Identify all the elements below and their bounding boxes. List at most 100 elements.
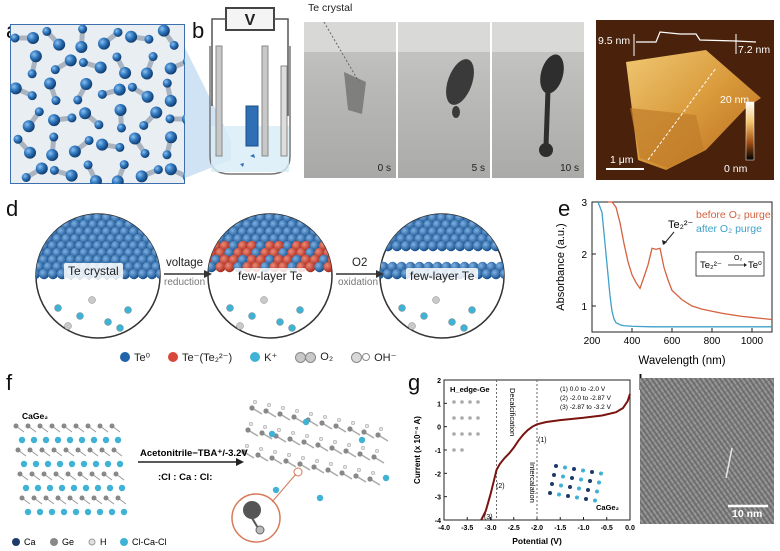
schematic-atom <box>146 214 158 224</box>
ge-atom <box>287 436 293 442</box>
ca-atom <box>104 460 112 468</box>
schematic-atom <box>380 226 385 238</box>
x-tick-label: 1000 <box>741 336 764 347</box>
ca-atom <box>60 508 68 516</box>
schematic-atom <box>38 226 50 238</box>
schematic-atom <box>391 214 403 224</box>
solution-ion <box>88 296 96 304</box>
label-te-crystal: Te crystal <box>64 263 123 279</box>
te-atom <box>97 89 107 99</box>
electrochemical-cell: V <box>209 7 291 175</box>
absorbance-series-1 <box>597 201 772 328</box>
reaction-reactant: Te₂²⁻ <box>700 260 722 271</box>
ge-atom <box>361 429 367 435</box>
ge-atom <box>19 495 25 501</box>
inset-ca-atom <box>554 464 558 468</box>
timestamp-5s: 5 s <box>471 163 485 174</box>
h-atom <box>280 405 286 411</box>
te-atom <box>112 52 122 62</box>
h-atom <box>244 443 250 449</box>
h-atom <box>248 421 254 427</box>
legend-o2-label: O₂ <box>320 351 334 363</box>
te-atom <box>119 67 132 80</box>
te-atom <box>34 107 44 117</box>
h-atom <box>258 446 264 452</box>
h-atom <box>318 436 324 442</box>
schematic-atom <box>47 268 59 280</box>
ge-atom <box>249 405 255 411</box>
ge-atom <box>301 439 307 445</box>
schematic-atom <box>490 240 502 252</box>
schematic-atom <box>481 240 493 252</box>
ge-atom <box>91 495 97 501</box>
te-atom <box>64 54 77 67</box>
x-tick-label: -1.0 <box>577 525 589 532</box>
solution-ion <box>408 322 416 330</box>
schematic-atom <box>160 234 170 244</box>
te-atom <box>65 169 78 182</box>
current-series <box>480 393 631 521</box>
ge-atom <box>277 411 283 417</box>
te-atom <box>139 120 149 130</box>
ge-atom <box>89 471 95 477</box>
ge-atom <box>367 476 373 482</box>
arrow1-top-label: voltage <box>166 257 204 269</box>
marker-2: (2) <box>496 483 505 490</box>
legend-o2: O₂ <box>295 351 333 363</box>
h-atom <box>300 455 306 461</box>
schematic-atom <box>495 219 504 231</box>
inset-ca-atom <box>581 468 585 473</box>
inset-ca-atom <box>586 488 590 492</box>
ge-atom <box>375 432 381 438</box>
region-decalcification: Decalcification <box>508 388 517 436</box>
h-atom <box>370 470 376 476</box>
te-atom <box>22 120 35 133</box>
te-atom <box>119 160 129 170</box>
ca-atom <box>66 436 74 444</box>
ge-atom-large <box>243 501 261 519</box>
ge-atom <box>343 448 349 454</box>
te-atom <box>35 162 48 175</box>
schematic-atom <box>208 226 213 238</box>
te-atom <box>89 175 102 184</box>
h-atom <box>252 399 258 405</box>
ca-atom <box>70 484 78 492</box>
cage2-label: CaGe₂ <box>22 411 48 421</box>
schematic-atom <box>418 240 430 252</box>
ge-atom <box>333 423 339 429</box>
te-atom <box>21 173 31 182</box>
label-few-layer-2: few-layer Te <box>406 268 479 284</box>
ge-atom <box>101 471 107 477</box>
ca-atom <box>20 460 28 468</box>
video-frame-5s: 5 s <box>398 22 490 178</box>
y-tick-label: 2 <box>437 378 441 385</box>
y-tick-label: -2 <box>435 471 441 478</box>
schematic-atom <box>219 214 231 224</box>
schematic-atom <box>155 240 160 252</box>
ca-atom <box>116 460 124 468</box>
ca-atom <box>34 484 42 492</box>
germanane-sheets <box>241 399 390 502</box>
te-atom <box>44 77 57 90</box>
solution-ion <box>248 312 256 320</box>
ge-atom <box>371 454 377 460</box>
h-atom <box>336 417 342 423</box>
te-atom <box>111 175 124 184</box>
afm-step-height-left: 9.5 nm <box>598 35 631 47</box>
schematic-atom <box>208 219 217 231</box>
te-atom <box>115 142 125 152</box>
marker-3: (3) <box>484 514 493 521</box>
arrow1-bottom-label: reduction <box>164 277 206 288</box>
schematic-atom <box>43 219 54 231</box>
arrow2-top-label: O2 <box>352 257 368 269</box>
tem-scalebar-label: 10 nm <box>732 508 763 520</box>
schematic-atom <box>142 219 153 231</box>
te-atom <box>165 131 178 144</box>
schematic-atom <box>305 261 316 273</box>
inset-ge-atom <box>468 400 472 404</box>
ge-atom <box>297 461 303 467</box>
schematic-atom <box>387 219 398 231</box>
inset-ge-atom <box>460 416 464 420</box>
